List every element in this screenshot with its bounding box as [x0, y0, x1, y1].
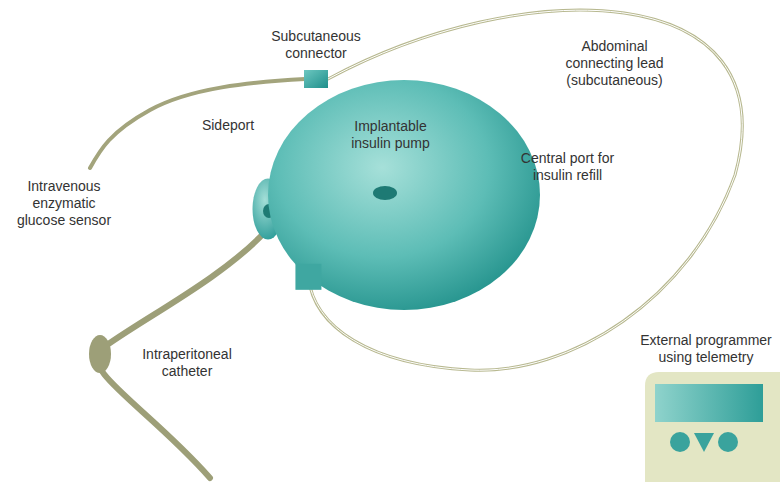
catheter-cuff	[89, 335, 111, 373]
node-heading: External programmer using telemetry	[636, 332, 776, 366]
part-label: Intraperitoneal catheter	[132, 346, 242, 380]
node-heading: Sideport	[188, 117, 268, 134]
insulin-pump-shape	[268, 80, 540, 310]
connector-square: Subcutaneous connector	[304, 70, 328, 88]
insulin-pump: Implantable insulin pump	[268, 80, 540, 310]
external-programmer: External programmer using telemetry	[645, 372, 780, 482]
part-label: Intravenous enzymatic glucose sensor	[8, 178, 120, 229]
intraperitoneal-catheter	[97, 232, 265, 478]
part-label: Abdominal connecting lead (subcutaneous)	[557, 38, 672, 89]
node-heading: Implantable insulin pump	[343, 118, 438, 152]
part-label: Central port for insulin refill	[520, 150, 615, 184]
external-programmer-shape	[645, 372, 780, 482]
glucose-sensor-lead	[90, 79, 305, 168]
node-heading: Subcutaneous connector	[266, 28, 366, 62]
connector-square-shape	[304, 70, 328, 88]
